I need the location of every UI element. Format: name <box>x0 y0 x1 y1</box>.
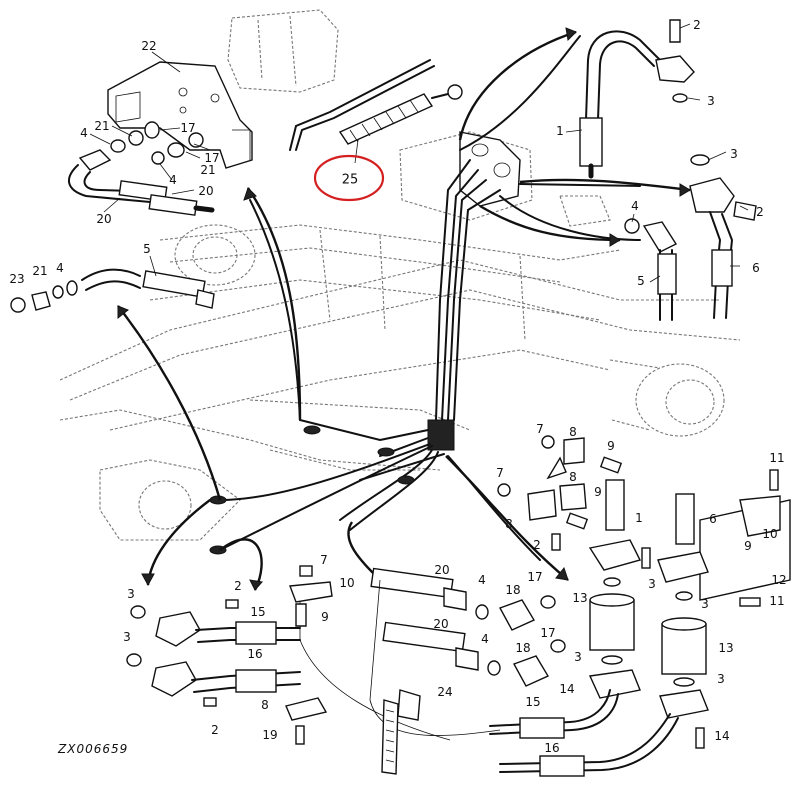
callout-11: 11 <box>769 594 785 608</box>
callout-22: 22 <box>141 39 157 53</box>
manifold-bracket <box>107 61 253 169</box>
callout-9: 9 <box>321 610 329 624</box>
callout-9: 9 <box>607 439 615 453</box>
callout-2: 2 <box>211 723 219 737</box>
callout-2: 2 <box>234 579 242 593</box>
callout-7: 7 <box>320 553 328 567</box>
callout-20: 20 <box>433 617 449 631</box>
hose-assembly-6-right <box>689 154 757 319</box>
callout-1: 1 <box>556 124 564 138</box>
callout-3: 3 <box>574 650 582 664</box>
callout-2: 2 <box>756 205 764 219</box>
callout-8: 8 <box>261 698 269 712</box>
highlight-circle <box>313 154 385 202</box>
hose-assembly-5-right <box>624 218 678 321</box>
callout-1: 1 <box>635 511 643 525</box>
hose-assembly-1-upper <box>579 19 695 179</box>
lower-right-mounting <box>497 435 791 749</box>
callout-5: 5 <box>143 242 151 256</box>
callout-13: 13 <box>572 591 588 605</box>
callout-20: 20 <box>198 184 214 198</box>
lower-center-hoses <box>299 567 679 777</box>
callout-7: 7 <box>496 466 504 480</box>
callout-18: 18 <box>515 641 531 655</box>
callout-16: 16 <box>544 741 560 755</box>
lower-left-hoses <box>126 599 301 707</box>
callout-4: 4 <box>169 173 177 187</box>
callout-24: 24 <box>437 685 453 699</box>
callout-7: 7 <box>536 422 544 436</box>
callout-12: 12 <box>771 573 787 587</box>
arrow-heads <box>117 27 691 591</box>
callout-21: 21 <box>94 119 110 133</box>
figure-code: ZX006659 <box>58 742 129 756</box>
callout-2: 2 <box>533 538 541 552</box>
callout-17: 17 <box>180 121 196 135</box>
callout-3: 3 <box>127 587 135 601</box>
callout-10: 10 <box>339 576 355 590</box>
callout-3: 3 <box>717 672 725 686</box>
callout-18: 18 <box>505 583 521 597</box>
control-valve-block <box>399 131 611 227</box>
callout-9: 9 <box>594 485 602 499</box>
background-frame-outline <box>59 9 741 541</box>
callout-19: 19 <box>262 728 278 742</box>
callout-8: 8 <box>569 425 577 439</box>
callout-21: 21 <box>32 264 48 278</box>
hose-clamp-24 <box>381 689 421 775</box>
callout-4: 4 <box>478 573 486 587</box>
callout-20: 20 <box>434 563 450 577</box>
highlighted-callout-25: 25 <box>341 172 359 188</box>
callout-2: 2 <box>693 18 701 32</box>
callout-5: 5 <box>637 274 645 288</box>
callout-4: 4 <box>80 126 88 140</box>
callout-11: 11 <box>769 451 785 465</box>
callout-13: 13 <box>718 641 734 655</box>
callout-23: 23 <box>9 272 25 286</box>
leader-lines <box>89 23 749 283</box>
callout-14: 14 <box>559 682 575 696</box>
callout-20: 20 <box>96 212 112 226</box>
callout-10: 10 <box>762 527 778 541</box>
callout-17: 17 <box>527 570 543 584</box>
callout-15: 15 <box>250 605 266 619</box>
callout-3: 3 <box>701 597 709 611</box>
callout-6: 6 <box>752 261 760 275</box>
control-cable-25 <box>289 59 463 151</box>
callout-3: 3 <box>648 577 656 591</box>
callout-17: 17 <box>204 151 220 165</box>
callout-17: 17 <box>540 626 556 640</box>
callout-16: 16 <box>247 647 263 661</box>
hose-assembly-5-left <box>10 268 215 313</box>
callout-8: 8 <box>569 470 577 484</box>
callout-4: 4 <box>631 199 639 213</box>
callout-15: 15 <box>525 695 541 709</box>
bracket-fittings <box>110 121 204 165</box>
callout-3: 3 <box>730 147 738 161</box>
callout-4: 4 <box>481 632 489 646</box>
callout-3: 3 <box>707 94 715 108</box>
callout-6: 6 <box>709 512 717 526</box>
hose-assembly-20 <box>68 149 215 216</box>
callout-14: 14 <box>714 729 730 743</box>
callout-4: 4 <box>56 261 64 275</box>
mounting-plates-lower <box>285 533 561 745</box>
callout-8: 8 <box>505 517 513 531</box>
callout-21: 21 <box>200 163 216 177</box>
callout-9: 9 <box>744 539 752 553</box>
callout-3: 3 <box>123 630 131 644</box>
